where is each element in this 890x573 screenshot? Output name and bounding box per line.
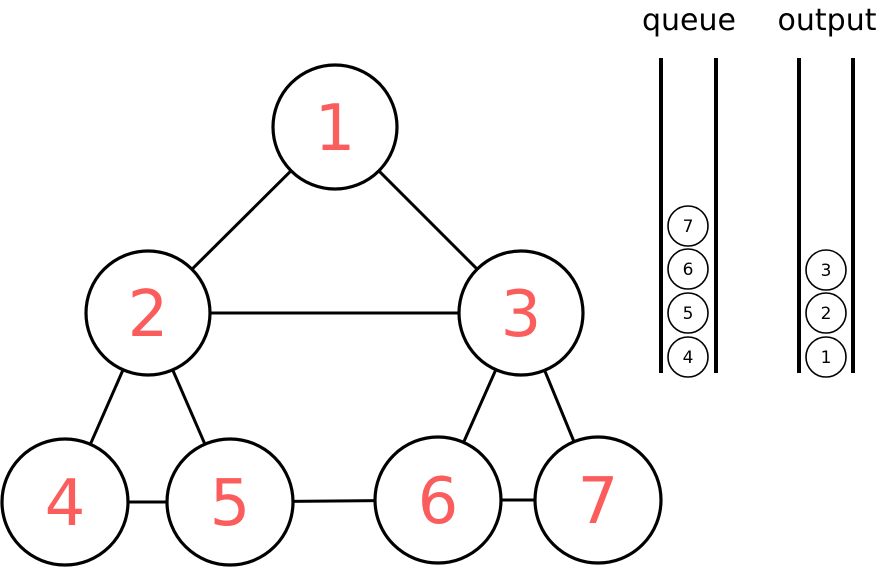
graph-edge-2-5 [170,367,207,447]
node-label-2: 2 [128,278,169,352]
node-label-5: 5 [210,467,251,541]
node-circle-2 [84,249,212,377]
panel-title-output: output [778,3,877,38]
node-circle-1 [271,63,399,191]
graph-edge-3-7 [542,368,576,444]
node-label-3: 3 [501,278,542,352]
graph-node-4[interactable]: 4 [0,437,130,567]
panel-token-queue-7[interactable]: 7 [667,205,709,247]
token-circle-queue-4 [667,336,709,378]
graph-node-5[interactable]: 5 [165,437,295,567]
panel-token-queue-6[interactable]: 6 [667,248,709,290]
panel-queue: queue 7 6 5 4 [642,3,736,378]
token-circle-output-1 [805,336,847,378]
graph-edge-5-6 [291,499,377,503]
panel-token-output-2[interactable]: 2 [805,292,847,334]
graph-node-6[interactable]: 6 [373,435,503,565]
node-circle-4 [0,437,130,567]
token-circle-queue-6 [667,248,709,290]
token-label-queue-5: 5 [683,304,694,324]
graph-nodes-layer: 1 2 3 4 5 6 7 [0,63,663,567]
token-label-output-1: 1 [821,348,832,368]
panel-token-queue-4[interactable]: 4 [667,336,709,378]
token-label-queue-7: 7 [683,217,694,237]
node-circle-7 [533,435,663,565]
token-label-queue-4: 4 [683,348,694,368]
token-circle-queue-5 [667,292,709,334]
node-label-6: 6 [418,465,459,539]
graph-node-2[interactable]: 2 [84,249,212,377]
token-label-output-3: 3 [821,261,832,281]
token-circle-queue-7 [667,205,709,247]
node-circle-5 [165,437,295,567]
graph-node-1[interactable]: 1 [271,63,399,191]
node-label-1: 1 [315,92,356,166]
panel-token-queue-5[interactable]: 5 [667,292,709,334]
panel-token-output-1[interactable]: 1 [805,336,847,378]
token-label-output-2: 2 [821,304,832,324]
graph-node-7[interactable]: 7 [533,435,663,565]
node-label-4: 4 [45,467,86,541]
graph-edge-1-2 [189,168,294,272]
node-label-7: 7 [578,465,619,539]
graph-node-3[interactable]: 3 [457,249,585,377]
panel-token-output-3[interactable]: 3 [805,249,847,291]
graph-edges-layer [88,168,576,504]
token-label-queue-6: 6 [683,260,694,280]
graph-edge-2-4 [88,367,126,447]
token-circle-output-2 [805,292,847,334]
graph-edge-3-6 [461,367,498,445]
node-circle-3 [457,249,585,377]
panels-layer: queue 7 6 5 4 output 3 2 1 [642,3,877,378]
token-circle-output-3 [805,249,847,291]
panel-title-queue: queue [642,3,736,38]
node-circle-6 [373,435,503,565]
graph-edge-1-3 [376,168,480,272]
panel-output: output 3 2 1 [778,3,877,378]
